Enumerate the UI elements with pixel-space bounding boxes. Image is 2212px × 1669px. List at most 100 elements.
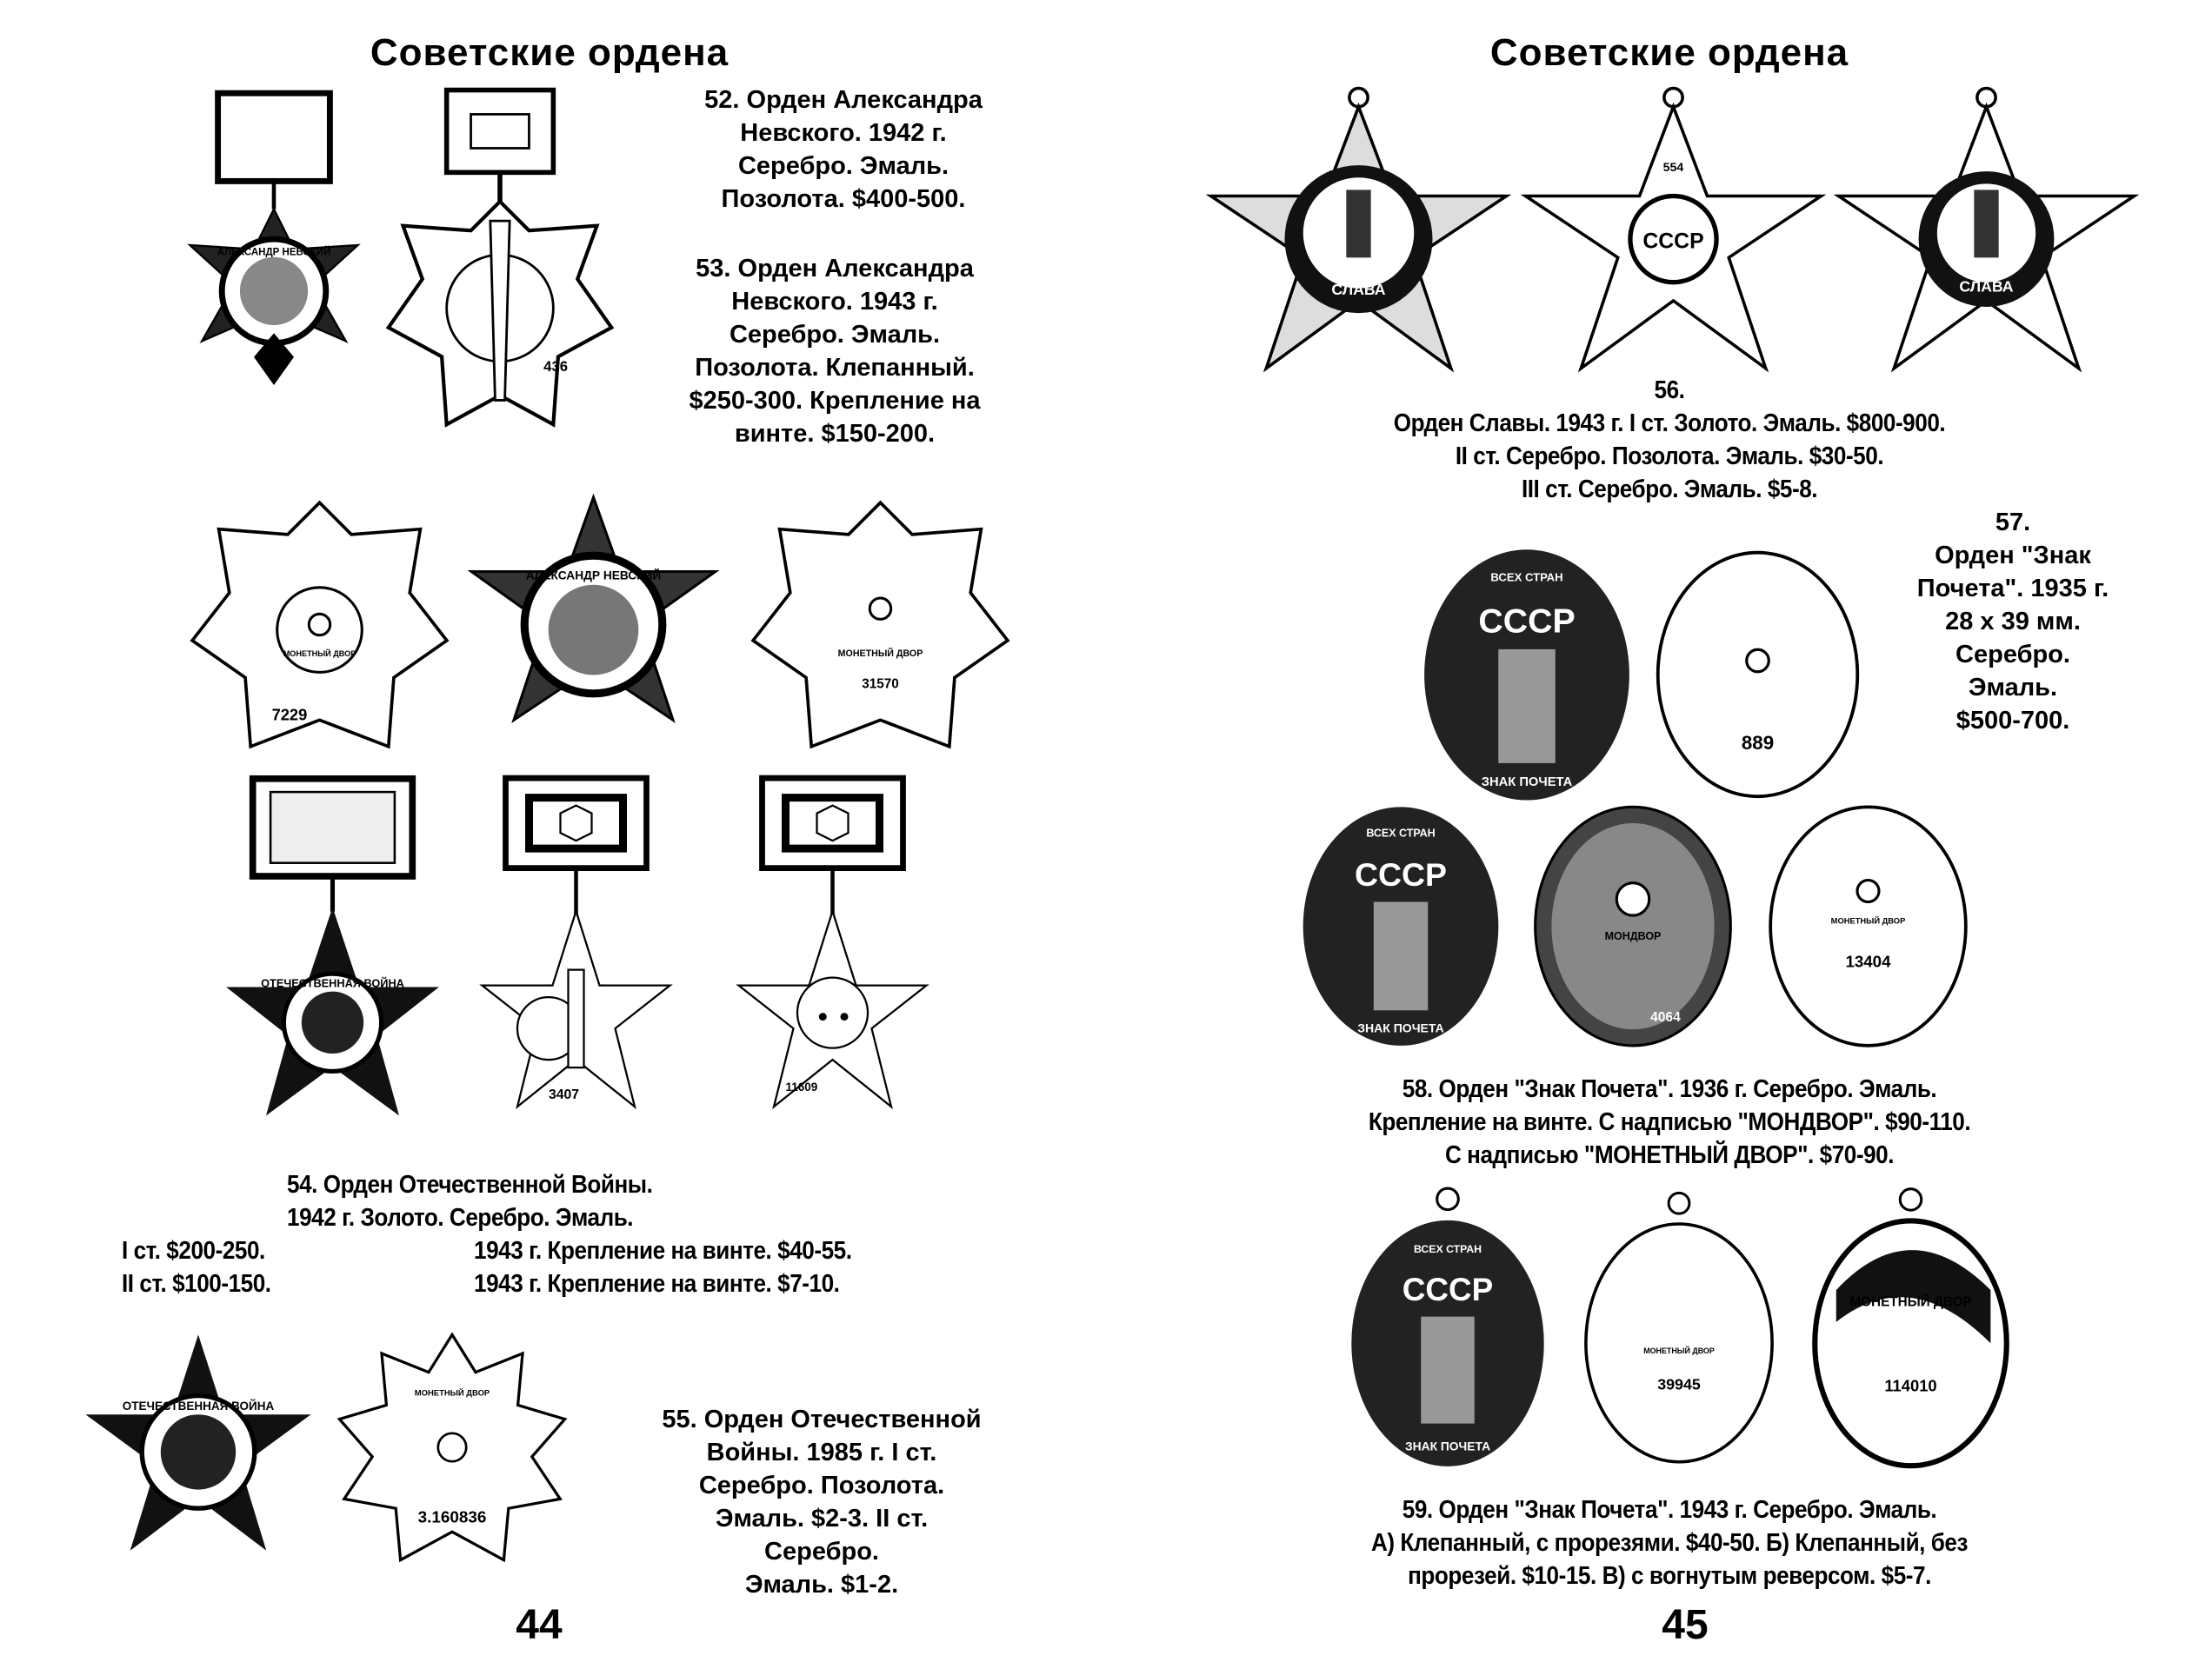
medal-inscription: ОТЕЧЕСТВЕННАЯ ВОЙНА bbox=[123, 1400, 275, 1413]
caption-55: 55. Орден Отечественной Войны. 1985 г. I… bbox=[626, 1403, 1017, 1601]
caption-line: Серебро. bbox=[1955, 641, 2070, 668]
caption-line: Крепление на винте. С надписью "МОНДВОР"… bbox=[1368, 1108, 1971, 1136]
caption-line: Невского. 1942 г. bbox=[740, 119, 947, 147]
medal-badge-of-honor-1935-front: ВСЕХ СТРАН СССР ЗНАК ПОЧЕТА bbox=[1413, 517, 1641, 804]
right-page-title: Советские ордена bbox=[1489, 31, 1849, 74]
caption-line: Эмаль. $1-2. bbox=[744, 1571, 899, 1599]
caption-line: 1943 г. Крепление на винте. $7-10. bbox=[474, 1270, 840, 1298]
caption-line: Позолота. $400-500. bbox=[721, 185, 966, 213]
caption-line: Серебро. Позолота. bbox=[698, 1472, 945, 1499]
medal-inscription: СССР bbox=[1355, 856, 1447, 893]
medal-patriotic-war-screw-back: 3407 bbox=[478, 774, 674, 1156]
caption-54-prices-right: 1943 г. Крепление на винте. $40-55. 1943… bbox=[474, 1234, 959, 1300]
medal-inscription: ВСЕХ СТРАН bbox=[1490, 570, 1562, 583]
medal-nevsky-back-3: МОНЕТНЫЙ ДВОР 31570 bbox=[743, 492, 1017, 757]
medal-glory-3rd-class: СЛАВА bbox=[1832, 85, 2141, 381]
medal-inscription: ОТЕЧЕСТВЕННАЯ ВОЙНА bbox=[261, 977, 404, 990]
caption-line: Орден Славы. 1943 г. I ст. Золото. Эмаль… bbox=[1393, 409, 1946, 437]
medal-badge-of-honor-mondvor-back: МОНДВОР 4064 bbox=[1519, 777, 1747, 1048]
caption-line: Серебро. Эмаль. bbox=[737, 152, 949, 180]
caption-line: III ст. Серебро. Эмаль. $5-8. bbox=[1521, 475, 1818, 503]
caption-line: $250-300. Крепление на bbox=[689, 387, 981, 415]
medal-inscription: СССР bbox=[1402, 1272, 1494, 1307]
caption-line: Эмаль. $2-3. II ст. bbox=[715, 1505, 929, 1533]
caption-line: Позолота. Клепанный. bbox=[695, 354, 975, 382]
caption-line: 56. bbox=[1654, 376, 1685, 404]
medal-inscription: СЛАВА bbox=[1331, 281, 1385, 298]
caption-line: винте. $150-200. bbox=[734, 420, 936, 448]
caption-line: Почета". 1935 г. bbox=[1916, 575, 2109, 602]
caption-line: II ст. Серебро. Позолота. Эмаль. $30-50. bbox=[1455, 442, 1884, 470]
caption-line: 55. Орден Отечественной bbox=[662, 1406, 982, 1433]
mint-mark: МОНЕТНЫЙ ДВОР bbox=[838, 648, 923, 659]
caption-line: 53. Орден Александра bbox=[696, 255, 974, 283]
caption-line: Серебро. Эмаль. bbox=[729, 321, 941, 349]
caption-line: Орден "Знак bbox=[1935, 542, 2091, 569]
medal-inscription: СССР bbox=[1642, 230, 1703, 254]
serial-number: 7229 bbox=[272, 705, 308, 723]
caption-line: II ст. $100-150. bbox=[122, 1270, 271, 1298]
medal-inscription: ЗНАК ПОЧЕТА bbox=[1482, 775, 1573, 789]
medal-nevsky-1943-back: 436 bbox=[378, 85, 622, 485]
serial-number: 31570 bbox=[862, 677, 898, 692]
medal-inscription: АЛЕКСАНДР НЕВСКИЙ bbox=[526, 568, 662, 582]
caption-line: 59. Орден "Знак Почета". 1943 г. Серебро… bbox=[1402, 1496, 1937, 1524]
medal-patriotic-war-riveted-back: 11609 bbox=[735, 774, 930, 1156]
caption-line: 1942 г. Золото. Серебро. Эмаль. bbox=[287, 1204, 634, 1232]
mint-mark: МОНЕТНЫЙ ДВОР bbox=[1849, 1293, 1971, 1309]
mint-mark: МОНЕТНЫЙ ДВОР bbox=[1643, 1346, 1715, 1355]
mint-mark: МОНДВОР bbox=[1605, 930, 1662, 942]
mint-mark: МОНЕТНЫЙ ДВОР bbox=[283, 648, 356, 658]
caption-line: Серебро. bbox=[764, 1538, 879, 1566]
caption-line: 52. Орден Александра bbox=[704, 86, 983, 114]
serial-number: 11609 bbox=[786, 1081, 818, 1094]
medal-badge-of-honor-1943-back-slotted: МОНЕТНЫЙ ДВОР 39945 bbox=[1576, 1178, 1782, 1482]
serial-number: 4064 bbox=[1650, 1010, 1681, 1025]
serial-number: 114010 bbox=[1884, 1376, 1936, 1394]
medal-inscription: СССР bbox=[1478, 602, 1575, 640]
caption-54: 54. Орден Отечественной Войны. 1942 г. З… bbox=[287, 1168, 756, 1234]
caption-line: 58. Орден "Знак Почета". 1936 г. Серебро… bbox=[1402, 1075, 1937, 1103]
medal-nevsky-back-1: МОНЕТНЫЙ ДВОР 7229 bbox=[183, 492, 456, 757]
serial-number: 3.160836 bbox=[418, 1508, 487, 1526]
page-number-left: 44 bbox=[516, 1602, 563, 1648]
caption-line: 1943 г. Крепление на винте. $40-55. bbox=[474, 1237, 852, 1265]
serial-number: 554 bbox=[1663, 161, 1684, 175]
caption-56: 56. Орден Славы. 1943 г. I ст. Золото. Э… bbox=[1278, 374, 2061, 506]
caption-59: 59. Орден "Знак Почета". 1943 г. Серебро… bbox=[1278, 1493, 2061, 1593]
serial-number: 889 bbox=[1742, 732, 1774, 754]
medal-inscription: СЛАВА bbox=[1959, 277, 2013, 295]
medal-patriotic-war-1985-back: МОНЕТНЫЙ ДВОР 3.160836 bbox=[335, 1330, 570, 1565]
medal-nevsky-front-2: АЛЕКСАНДР НЕВСКИЙ bbox=[456, 492, 730, 757]
mint-mark: МОНЕТНЫЙ ДВОР bbox=[1831, 915, 1906, 925]
caption-line: 57. bbox=[1995, 509, 2031, 536]
caption-line: I ст. $200-250. bbox=[122, 1237, 265, 1265]
medal-inscription: АЛЕКСАНДР НЕВСКИЙ bbox=[217, 247, 330, 258]
caption-line: Невского. 1943 г. bbox=[731, 288, 938, 316]
caption-52: 52. Орден Александра Невского. 1942 г. С… bbox=[661, 83, 1026, 216]
caption-line: 28 х 39 мм. bbox=[1945, 608, 2081, 635]
caption-57: 57. Орден "Знак Почета". 1935 г. 28 х 39… bbox=[1878, 506, 2148, 737]
page-number-right: 45 bbox=[1662, 1602, 1709, 1648]
medal-badge-of-honor-1936-front: ВСЕХ СТРАН СССР ЗНАК ПОЧЕТА bbox=[1290, 777, 1511, 1048]
caption-54-prices-left: I ст. $200-250. II ст. $100-150. bbox=[122, 1234, 356, 1300]
medal-badge-of-honor-1943-concave-back: МОНЕТНЫЙ ДВОР 114010 bbox=[1804, 1178, 2017, 1482]
serial-number: 436 bbox=[543, 358, 568, 375]
medal-inscription: ЗНАК ПОЧЕТА bbox=[1357, 1021, 1443, 1034]
medal-badge-of-honor-1935-back: 889 bbox=[1647, 517, 1869, 804]
medal-inscription: ВСЕХ СТРАН bbox=[1366, 828, 1435, 840]
left-page-title: Советские ордена bbox=[370, 31, 730, 74]
medal-glory-back: 554 СССР bbox=[1519, 85, 1828, 381]
caption-58: 58. Орден "Знак Почета". 1936 г. Серебро… bbox=[1278, 1073, 2061, 1172]
caption-line: 54. Орден Отечественной Войны. bbox=[287, 1171, 653, 1199]
medal-patriotic-war-1985-front: ОТЕЧЕСТВЕННАЯ ВОЙНА bbox=[77, 1330, 320, 1565]
caption-line: Войны. 1985 г. I ст. bbox=[706, 1439, 937, 1466]
caption-line: $500-700. bbox=[1955, 707, 2070, 735]
serial-number: 3407 bbox=[549, 1087, 579, 1102]
caption-53: 53. Орден Александра Невского. 1943 г. С… bbox=[643, 252, 1026, 450]
medal-badge-of-honor-mint-back: МОНЕТНЫЙ ДВОР 13404 bbox=[1754, 777, 1982, 1048]
medal-patriotic-war-1942: ОТЕЧЕСТВЕННАЯ ВОЙНА bbox=[222, 774, 443, 1156]
caption-line: А) Клепанный, с прорезями. $40-50. Б) Кл… bbox=[1370, 1529, 1969, 1557]
medal-nevsky-1942-front: АЛЕКСАНДР НЕВСКИЙ bbox=[174, 85, 374, 485]
mint-mark: МОНЕТНЫЙ ДВОР bbox=[415, 1388, 490, 1399]
